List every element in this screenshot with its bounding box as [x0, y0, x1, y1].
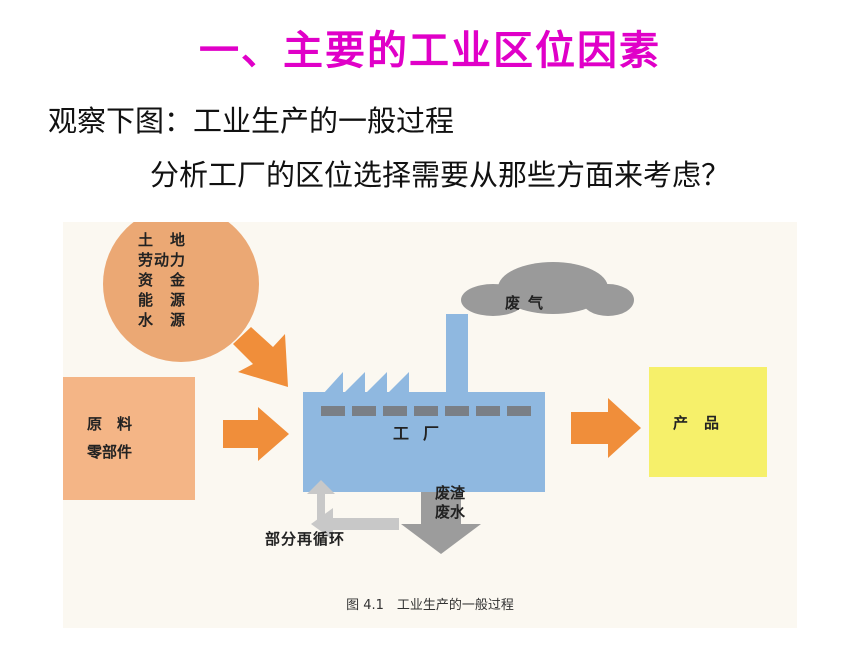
waste-item: 废渣 [435, 484, 466, 502]
recycle-label: 部分再循环 [265, 530, 346, 548]
diagram-graphics [63, 222, 767, 554]
waste-gas-cloud [461, 262, 634, 316]
figure-caption: 图 4.1 工业生产的一般过程 [346, 598, 514, 613]
question-text: 分析工厂的区位选择需要从那些方面来考虑？ [150, 158, 731, 192]
factory-label: 工厂 [393, 424, 454, 443]
product-arrow [571, 398, 641, 458]
intro-text: 观察下图：工业生产的一般过程 [48, 104, 455, 138]
factor-item: 水 源 [138, 311, 187, 329]
factors-circle [103, 222, 259, 362]
waste-gas-label: 废气 [505, 294, 552, 312]
industrial-process-diagram: 土 地 劳动力 资 金 能 源 水 源 原 料 零部件 工厂 废气 产品 废渣 … [63, 222, 797, 628]
waste-arrow [401, 492, 481, 554]
chimney [446, 314, 468, 394]
factory-windows [321, 406, 531, 416]
raw-material-item: 零部件 [87, 443, 133, 461]
raw-materials-box [63, 377, 195, 500]
waste-item: 废水 [435, 503, 466, 521]
recycle-arrow-up [307, 480, 335, 522]
factor-item: 土 地 [138, 231, 187, 249]
slide-title: 一、主要的工业区位因素 [199, 28, 661, 74]
factor-item: 资 金 [138, 271, 187, 289]
factor-item: 能 源 [138, 291, 187, 309]
recycle-arrow [311, 508, 399, 540]
raw-material-item: 原 料 [87, 415, 133, 433]
raw-materials-list: 原 料 零部件 [87, 410, 132, 466]
product-box [649, 367, 767, 477]
location-factors-list: 土 地 劳动力 资 金 能 源 水 源 [138, 230, 186, 330]
raw-materials-arrow [223, 407, 289, 461]
product-label: 产品 [673, 414, 736, 432]
factors-arrow [233, 327, 288, 387]
factor-item: 劳动力 [138, 251, 187, 269]
factory-roof [323, 372, 409, 394]
waste-label: 废渣 废水 [435, 484, 465, 522]
